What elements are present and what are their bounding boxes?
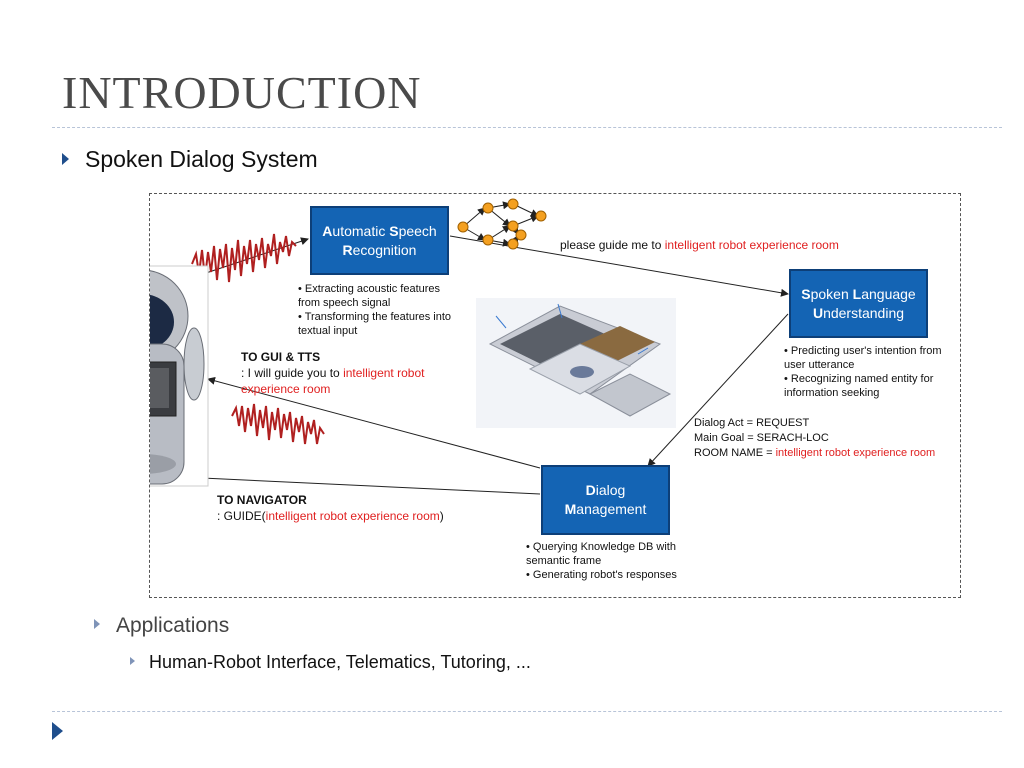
asr-initial-r: R: [342, 241, 353, 258]
slu-notes: • Predicting user's intention from user …: [784, 344, 942, 400]
dialog-system-diagram: Automatic Speech Recognition Spoken Lang…: [149, 193, 961, 598]
arrow-dm-to-navigator: [159, 472, 541, 495]
slu-note-line: information seeking: [784, 387, 880, 399]
dm-note-line: semantic frame: [526, 555, 602, 567]
asr-initial-s: S: [389, 222, 399, 239]
input-waveform-icon: [191, 233, 297, 283]
slu-text-s: poken: [810, 285, 853, 302]
bullet-arrow-icon: [94, 619, 100, 630]
gui-tts-prefix: : I will guide you to: [241, 366, 344, 380]
slu-note-line: user utterance: [784, 359, 855, 371]
bullet-arrow-icon: [130, 657, 135, 666]
slu-box: Spoken Language Understanding: [789, 269, 928, 338]
floor-map-illustration: [476, 298, 676, 428]
utterance-prefix: please guide me to: [560, 238, 665, 252]
bullet-text: Applications: [116, 614, 230, 637]
gui-tts-entity: intelligent robot: [343, 366, 425, 380]
bullet-text: Human-Robot Interface, Telematics, Tutor…: [149, 652, 531, 672]
asr-notes: • Extracting acoustic features from spee…: [298, 282, 451, 338]
word-lattice-icon: [462, 201, 539, 247]
slu-note-line: • Predicting user's intention from: [784, 345, 942, 357]
bullet-application-list: Human-Robot Interface, Telematics, Tutor…: [130, 652, 531, 673]
dm-initial-m: M: [564, 501, 577, 517]
semantic-frame: Dialog Act = REQUEST Main Goal = SERACH-…: [694, 416, 935, 461]
slu-text-l: anguage: [861, 285, 916, 302]
arrow-slu-to-dm: [647, 313, 789, 467]
slu-initial-s: S: [801, 285, 811, 302]
frame-main-goal: Main Goal = SERACH-LOC: [694, 432, 829, 444]
bullet-text: Spoken Dialog System: [85, 146, 318, 172]
slu-initial-u: U: [812, 304, 824, 321]
asr-text-a: utomatic: [332, 222, 390, 239]
dm-box: Dialog Management: [541, 465, 670, 535]
asr-initial-a: A: [322, 222, 333, 239]
navigator-entity: intelligent robot experience room: [265, 509, 440, 523]
robot-illustration: [150, 265, 209, 487]
navigator-suffix: ): [439, 509, 444, 523]
gui-tts-entity-continued: experience room: [241, 382, 331, 396]
asr-text-s: peech: [398, 222, 437, 239]
navigator-prefix: : GUIDE(: [217, 509, 266, 523]
slu-text-u: nderstanding: [823, 304, 905, 321]
asr-text-r: ecognition: [352, 241, 417, 258]
dm-text-m: anagement: [576, 501, 647, 517]
bullet-applications: Applications: [94, 614, 229, 638]
dm-notes: • Querying Knowledge DB with semantic fr…: [526, 540, 677, 582]
bullet-spoken-dialog-system: Spoken Dialog System: [62, 146, 318, 173]
output-waveform-icon: [231, 403, 325, 445]
navigator-heading: TO NAVIGATOR: [217, 493, 307, 507]
arrow-dm-to-robot-tts: [207, 376, 541, 469]
asr-note-line: from speech signal: [298, 297, 391, 309]
slu-initial-l: L: [852, 285, 862, 302]
dm-note-line: • Querying Knowledge DB with: [526, 541, 676, 553]
gui-tts-output: TO GUI & TTS : I will guide you to intel…: [241, 349, 424, 397]
footer-divider: [52, 711, 1002, 712]
utterance-entity: intelligent robot experience room: [664, 238, 839, 252]
bullet-arrow-icon: [62, 152, 69, 165]
diagram-arrows: [150, 198, 789, 495]
slide-title: INTRODUCTION: [62, 67, 422, 118]
recognized-utterance: please guide me to intelligent robot exp…: [560, 237, 839, 253]
gui-tts-heading: TO GUI & TTS: [241, 350, 321, 364]
slu-note-line: • Recognizing named entity for: [784, 373, 934, 385]
asr-note-line: • Extracting acoustic features: [298, 283, 441, 295]
asr-note-line: textual input: [298, 325, 358, 337]
frame-room-name-label: ROOM NAME =: [694, 447, 776, 459]
dm-note-line: • Generating robot's responses: [526, 569, 677, 581]
dm-text-d: ialog: [595, 482, 626, 498]
navigator-output: TO NAVIGATOR : GUIDE(intelligent robot e…: [217, 492, 444, 524]
dm-initial-d: D: [585, 482, 596, 498]
frame-room-name-entity: intelligent robot experience room: [775, 447, 936, 459]
asr-box: Automatic Speech Recognition: [310, 206, 449, 275]
asr-note-line: • Transforming the features into: [298, 311, 452, 323]
frame-dialog-act: Dialog Act = REQUEST: [694, 417, 810, 429]
title-divider: [52, 127, 1002, 128]
next-slide-arrow-icon[interactable]: [52, 722, 63, 740]
